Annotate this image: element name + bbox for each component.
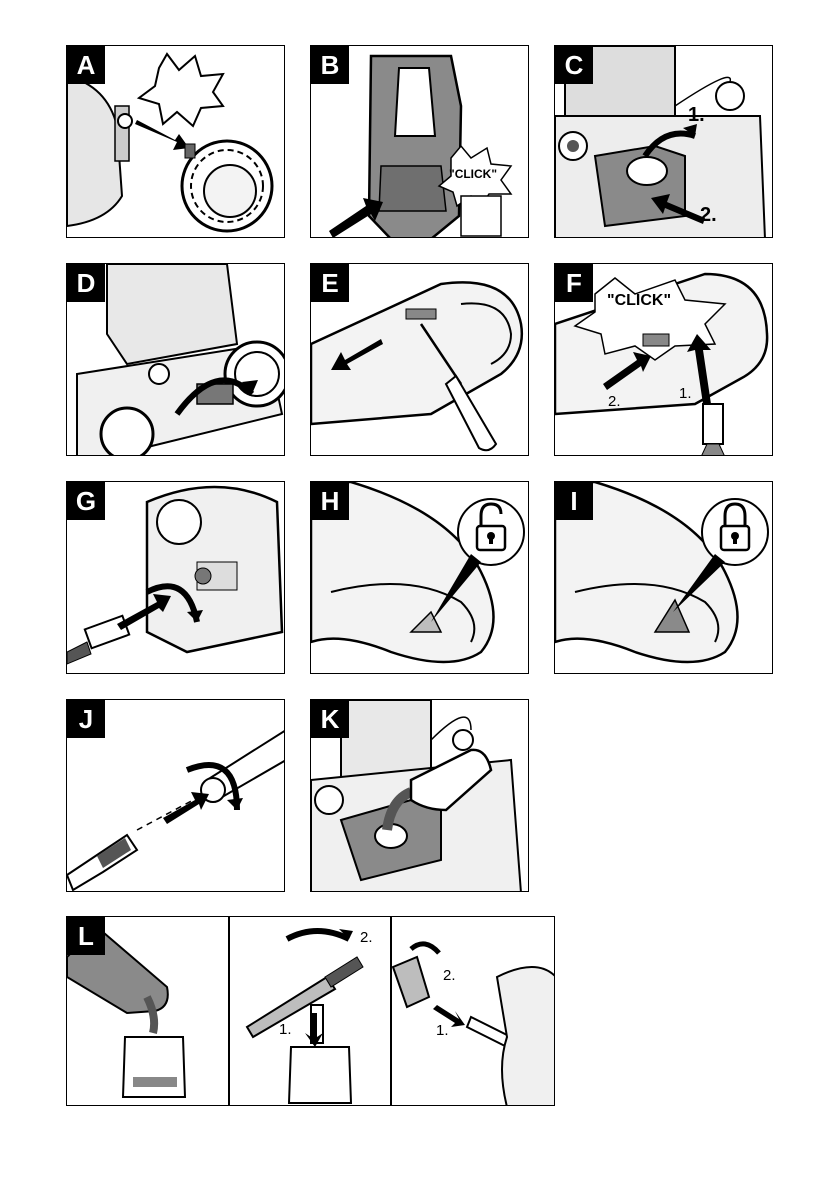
panel-j: J <box>66 699 285 892</box>
panel-label: B <box>311 46 349 84</box>
panel-label: J <box>67 700 105 738</box>
panel-label: F <box>555 264 593 302</box>
panel-label: A <box>67 46 105 84</box>
click-callout: "CLICK" <box>449 167 497 181</box>
panel-label: H <box>311 482 349 520</box>
right-step-1: 1. <box>436 1022 449 1039</box>
panel-label: C <box>555 46 593 84</box>
arrow-icon <box>135 120 189 150</box>
panel-label: E <box>311 264 349 302</box>
panel-l: L 1. 2. 1. 2. <box>66 916 555 1106</box>
illustration-detergent-accessory <box>67 917 555 1106</box>
panel-d: D <box>66 263 285 456</box>
right-step-2: 2. <box>443 967 456 984</box>
panel-label: G <box>67 482 105 520</box>
step-2: 2. <box>608 393 621 410</box>
panel-a: A <box>66 45 285 238</box>
panel-label: I <box>555 482 593 520</box>
step-1: 1. <box>688 104 705 127</box>
panel-g: G <box>66 481 285 674</box>
panel-k: K <box>310 699 529 892</box>
panel-label: K <box>311 700 349 738</box>
panel-c: C 1. 2. <box>554 45 773 238</box>
panel-i: I <box>554 481 773 674</box>
panel-label: L <box>67 917 105 955</box>
middle-step-1: 1. <box>279 1021 292 1038</box>
panel-b: B "CLICK" <box>310 45 529 238</box>
step-1: 1. <box>679 385 692 402</box>
panel-label: D <box>67 264 105 302</box>
click-callout: "CLICK" <box>607 292 671 310</box>
panel-h: H <box>310 481 529 674</box>
panel-e: E <box>310 263 529 456</box>
middle-step-2: 2. <box>360 929 373 946</box>
step-2: 2. <box>700 204 717 227</box>
panel-f: F "CLICK" 1. 2. <box>554 263 773 456</box>
